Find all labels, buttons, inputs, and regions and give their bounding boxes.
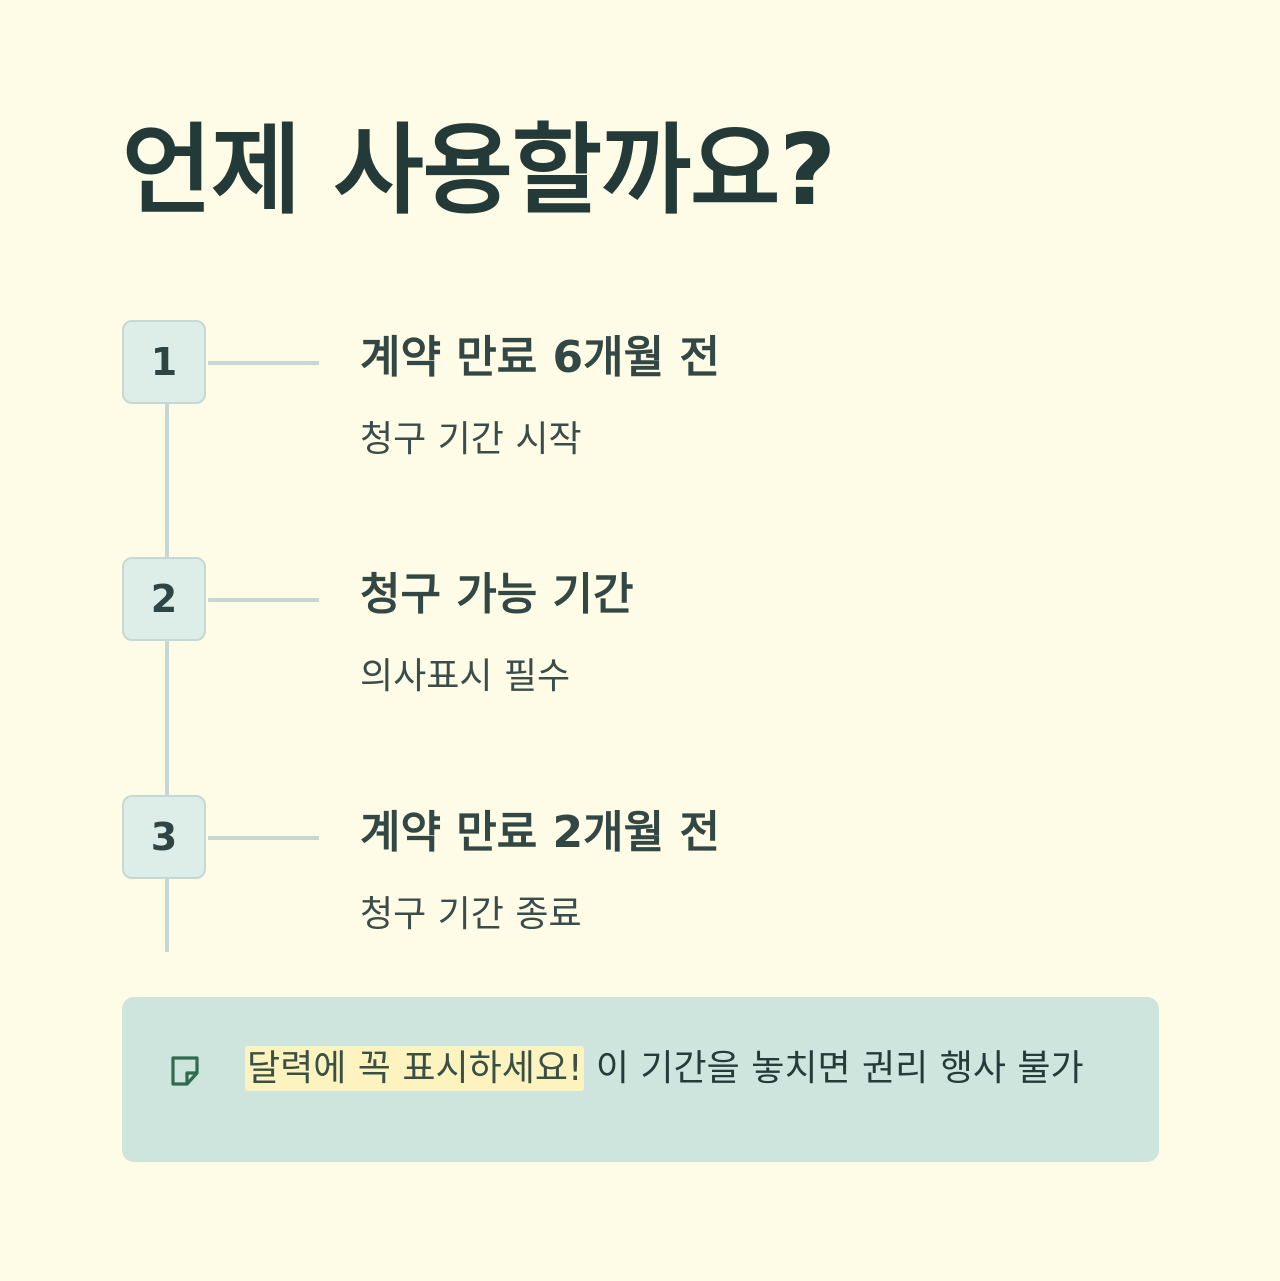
timeline-step-3: 3 계약 만료 2개월 전 청구 기간 종료 <box>0 795 1280 955</box>
step-connector <box>208 361 319 365</box>
timeline-step-1: 1 계약 만료 6개월 전 청구 기간 시작 <box>0 320 1280 480</box>
reminder-message: 이 기간을 놓치면 권리 행사 불가 <box>584 1048 1084 1089</box>
step-subtitle: 청구 기간 시작 <box>360 419 582 460</box>
timeline-line <box>165 390 169 952</box>
page-title: 언제 사용할까요? <box>122 114 836 228</box>
step-number-badge: 1 <box>122 320 206 404</box>
step-number-badge: 3 <box>122 795 206 879</box>
reminder-text: 달력에 꼭 표시하세요! 이 기간을 놓치면 권리 행사 불가 <box>245 1046 1084 1091</box>
step-title: 계약 만료 6개월 전 <box>360 332 720 383</box>
step-title: 계약 만료 2개월 전 <box>360 807 720 858</box>
reminder-highlight: 달력에 꼭 표시하세요! <box>245 1046 585 1091</box>
sticky-note-icon <box>171 1056 199 1086</box>
step-subtitle: 의사표시 필수 <box>360 656 571 697</box>
step-connector <box>208 836 319 840</box>
step-connector <box>208 598 319 602</box>
step-title: 청구 가능 기간 <box>360 569 634 620</box>
timeline-step-2: 2 청구 가능 기간 의사표시 필수 <box>0 557 1280 717</box>
reminder-note: 달력에 꼭 표시하세요! 이 기간을 놓치면 권리 행사 불가 <box>122 997 1159 1162</box>
step-number-badge: 2 <box>122 557 206 641</box>
step-subtitle: 청구 기간 종료 <box>360 894 582 935</box>
